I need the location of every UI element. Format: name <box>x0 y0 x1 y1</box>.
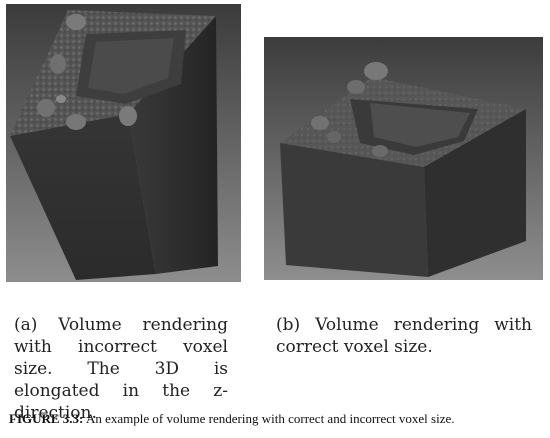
figure-label: FIGURE 3.3: <box>9 411 84 426</box>
subfigure-a-text: Volume rendering with incorrect voxel si… <box>14 315 228 423</box>
figure-caption-text: An example of volume rendering with corr… <box>85 411 455 426</box>
subfigure-a-caption: (a) Volume rendering with incorrect voxe… <box>14 314 228 424</box>
subfigure-a-label: (a) <box>14 315 38 335</box>
subfigure-b-label: (b) <box>276 315 301 335</box>
volume-render-incorrect-image <box>6 4 241 282</box>
subfigure-b-text: Volume rendering with correct voxel size… <box>276 315 532 357</box>
figure-caption: FIGURE 3.3: An example of volume renderi… <box>9 410 545 427</box>
subfigure-b-caption: (b) Volume rendering with correct voxel … <box>276 314 532 358</box>
volume-render-correct-image <box>264 37 543 280</box>
